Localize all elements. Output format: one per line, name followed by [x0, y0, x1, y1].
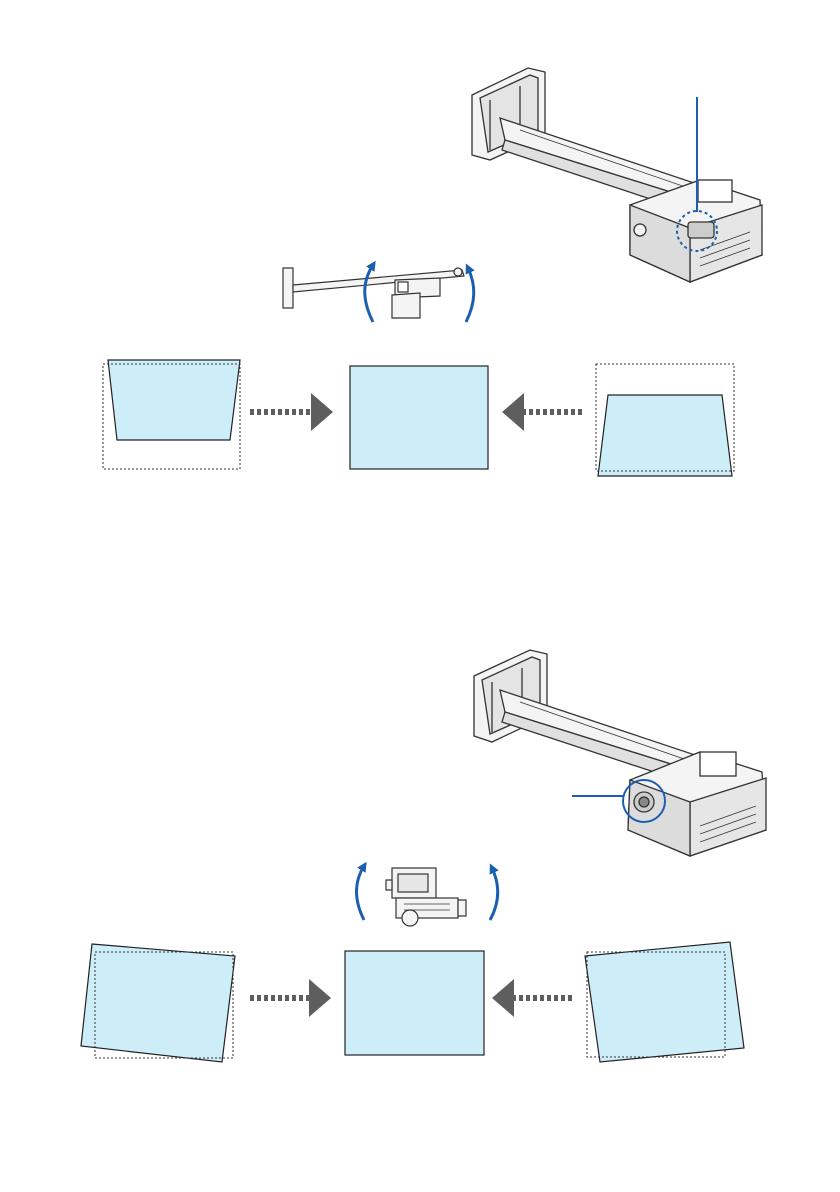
wall-mount-unit-illustration-1 [472, 68, 762, 282]
wall-mount-unit-illustration-2 [474, 650, 766, 856]
dotted-arrow-left-2 [492, 979, 574, 1017]
curved-up-arrow-icon [490, 868, 498, 920]
dotted-arrow-right-2 [250, 979, 331, 1017]
curved-up-arrow-icon [365, 265, 373, 322]
curved-up-arrow-icon [357, 866, 365, 920]
corrected-screen-2 [345, 951, 484, 1055]
keystone-screen-before-1 [103, 360, 240, 469]
skewed-screen-after-2 [585, 942, 744, 1062]
skewed-screen-before-2 [81, 944, 235, 1062]
dotted-arrow-left-1 [502, 393, 584, 431]
top-view-mount-illustration-2 [386, 868, 466, 926]
dotted-arrow-right-1 [250, 393, 333, 431]
keystone-screen-after-1 [596, 364, 734, 476]
side-view-mount-illustration-1 [283, 268, 464, 318]
corrected-screen-1 [350, 366, 488, 469]
curved-up-arrow-icon [466, 268, 474, 322]
